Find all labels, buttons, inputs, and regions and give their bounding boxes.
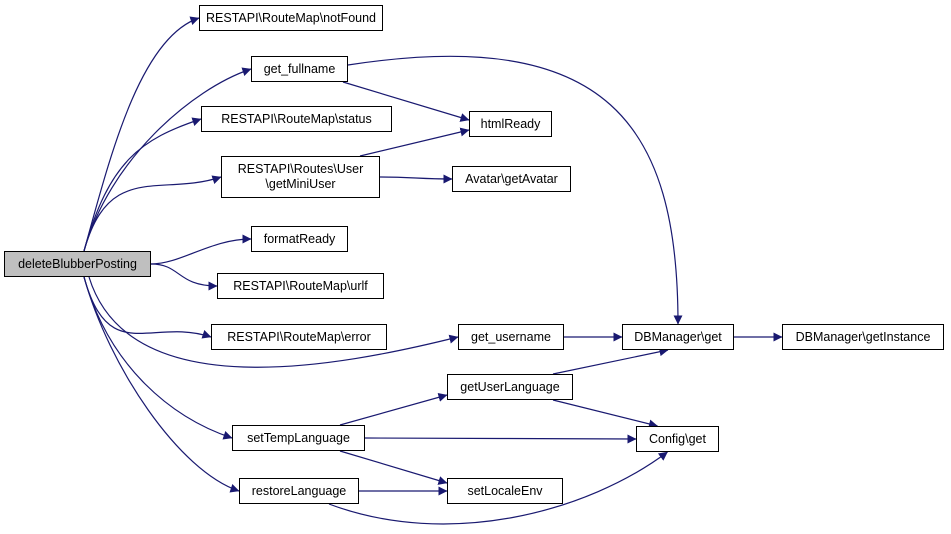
node-label: get_username <box>471 329 551 344</box>
edge-deleteBlubberPosting-to-urlf <box>150 263 218 291</box>
node-get-username[interactable]: get_username <box>458 324 564 350</box>
node-label: restoreLanguage <box>251 483 347 498</box>
node-label-line-2: \getMiniUser <box>265 177 336 191</box>
node-htmlready[interactable]: htmlReady <box>469 111 552 137</box>
node-routemap-urlf[interactable]: RESTAPI\RouteMap\urlf <box>217 273 384 299</box>
edge-deleteBlubberPosting-to-status <box>83 117 202 252</box>
edge-setTempLanguage-to-Config_get <box>364 434 637 444</box>
edge-get_fullname-to-DBManager_get <box>347 55 683 325</box>
node-routemap-error[interactable]: RESTAPI\RouteMap\error <box>211 324 387 350</box>
edge-deleteBlubberPosting-to-notFound <box>83 16 200 252</box>
node-settemplanguage[interactable]: setTempLanguage <box>232 425 365 451</box>
edge-getUserLanguage-to-DBManager_get <box>552 347 669 375</box>
node-label: get_fullname <box>263 61 336 76</box>
node-setlocaleenv[interactable]: setLocaleEnv <box>447 478 563 504</box>
edge-get_fullname-to-htmlReady <box>342 81 470 122</box>
node-config-get[interactable]: Config\get <box>636 426 719 452</box>
node-routemap-status[interactable]: RESTAPI\RouteMap\status <box>201 106 392 132</box>
node-get-fullname[interactable]: get_fullname <box>251 56 348 82</box>
node-label: Avatar\getAvatar <box>465 171 558 186</box>
node-avatar-getavatar[interactable]: Avatar\getAvatar <box>452 166 571 192</box>
edge-getUserLanguage-to-Config_get <box>552 399 658 429</box>
node-routes-user-getminiuser[interactable]: RESTAPI\Routes\User \getMiniUser <box>221 156 380 198</box>
node-restorelanguage[interactable]: restoreLanguage <box>239 478 359 504</box>
node-dbmanager-get[interactable]: DBManager\get <box>622 324 734 350</box>
node-label: DBManager\getInstance <box>795 329 931 344</box>
node-dbmanager-getinstance[interactable]: DBManager\getInstance <box>782 324 944 350</box>
node-label: setLocaleEnv <box>467 483 543 498</box>
node-label: RESTAPI\RouteMap\notFound <box>206 10 376 25</box>
node-label: formatReady <box>263 231 336 246</box>
node-label: RESTAPI\RouteMap\urlf <box>233 278 368 293</box>
edge-deleteBlubberPosting-to-get_username <box>88 276 459 368</box>
edge-getMiniUser-to-htmlReady <box>359 127 470 157</box>
edge-deleteBlubberPosting-to-error <box>83 276 212 339</box>
node-formatready[interactable]: formatReady <box>251 226 348 252</box>
edge-setTempLanguage-to-getUserLanguage <box>339 392 448 426</box>
edge-deleteBlubberPosting-to-formatReady <box>150 234 252 265</box>
edge-deleteBlubberPosting-to-getMiniUser <box>83 175 222 252</box>
node-label: RESTAPI\RouteMap\status <box>221 111 372 126</box>
edge-deleteBlubberPosting-to-get_fullname <box>83 67 252 252</box>
node-routemap-notfound[interactable]: RESTAPI\RouteMap\notFound <box>199 5 383 31</box>
node-label: htmlReady <box>480 116 541 131</box>
edge-deleteBlubberPosting-to-setTempLanguage <box>83 276 233 440</box>
node-label: Config\get <box>649 431 706 446</box>
node-deleteBlubberPosting[interactable]: deleteBlubberPosting <box>4 251 151 277</box>
edge-restoreLanguage-to-Config_get <box>328 451 668 525</box>
node-getuserlanguage[interactable]: getUserLanguage <box>447 374 573 400</box>
node-label: getUserLanguage <box>460 379 560 394</box>
node-label: deleteBlubberPosting <box>18 256 137 271</box>
edge-deleteBlubberPosting-to-restoreLanguage <box>83 276 240 493</box>
edge-getMiniUser-to-getAvatar <box>379 174 453 184</box>
node-label: DBManager\get <box>634 329 722 344</box>
node-label: setTempLanguage <box>247 430 350 445</box>
node-label: RESTAPI\RouteMap\error <box>227 329 371 344</box>
edge-setTempLanguage-to-setLocaleEnv <box>339 450 448 485</box>
node-label-line-1: RESTAPI\Routes\User <box>237 162 364 176</box>
